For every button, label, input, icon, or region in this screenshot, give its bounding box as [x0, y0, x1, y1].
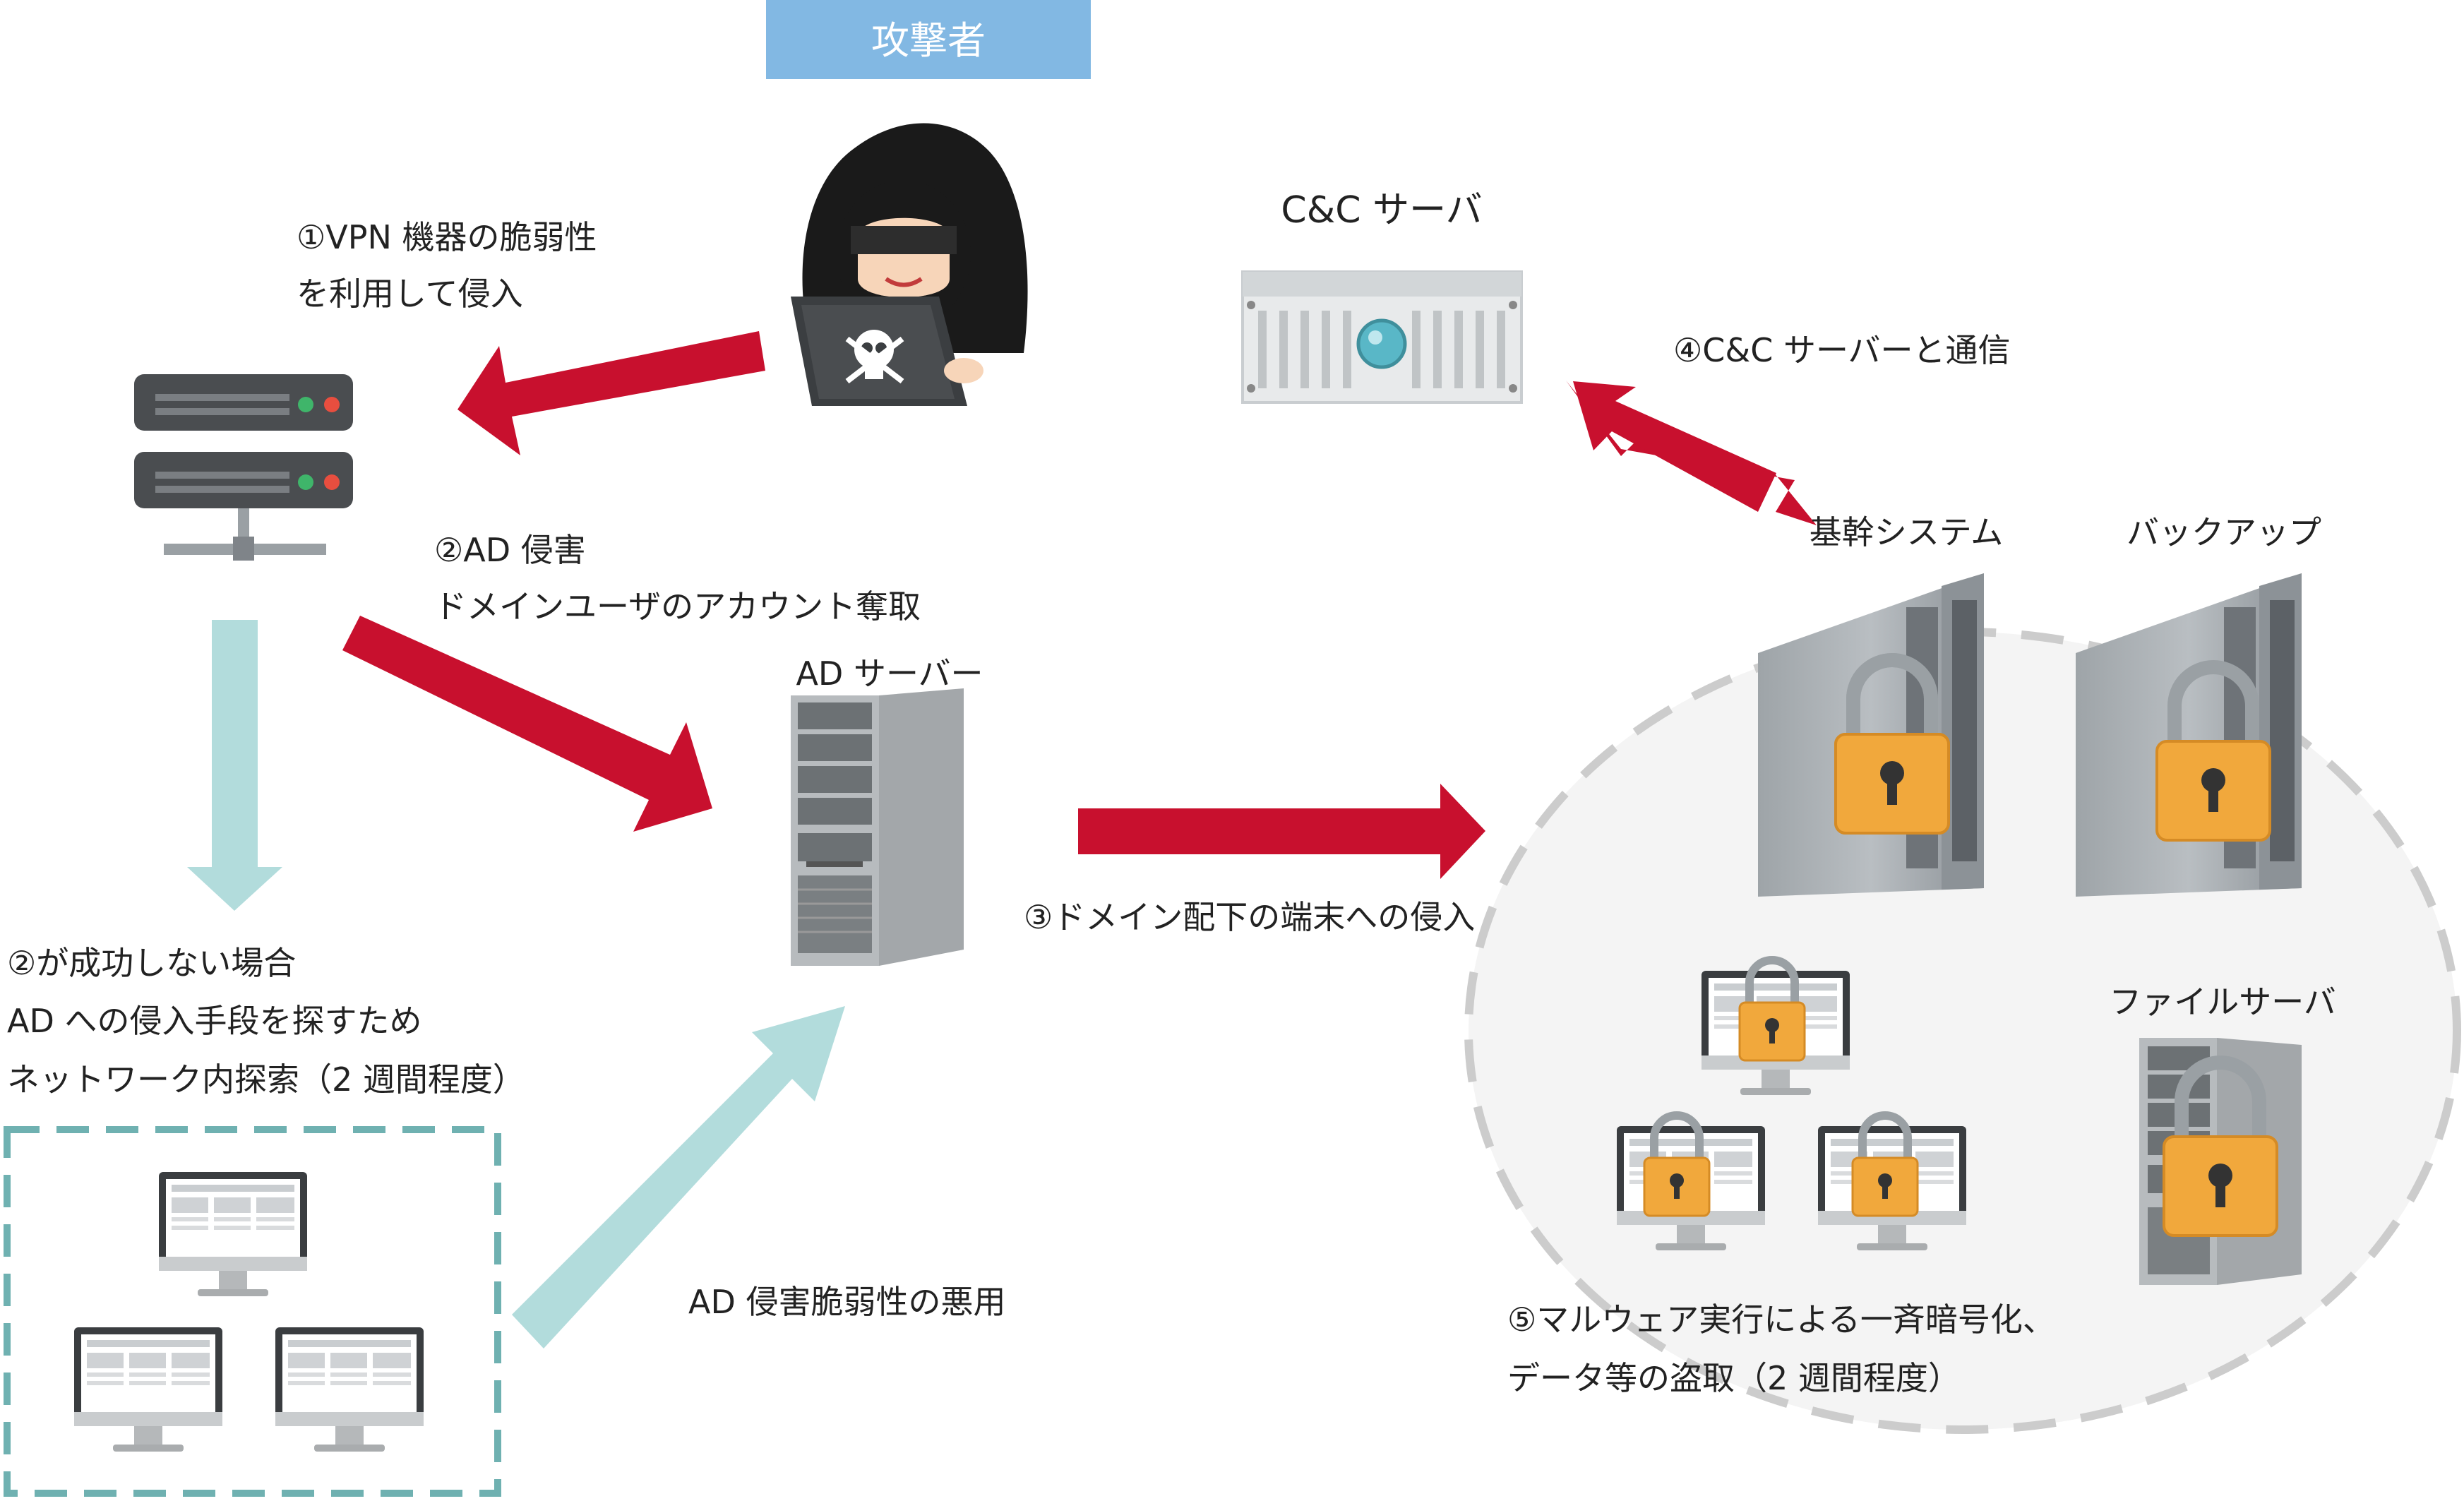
backup-label: バックアップ: [2127, 513, 2321, 551]
step5-line2: データ等の盗取（2 週間程度）: [1507, 1359, 1961, 1397]
step1-line1: ①VPN 機器の脆弱性: [297, 218, 597, 256]
step4-label: ④C&C サーバーと通信: [1673, 331, 2011, 369]
cnc-server-icon: [1241, 270, 1523, 404]
ad-exploit-label: AD 侵害脆弱性の悪用: [688, 1283, 1006, 1321]
fallback-line1: ②が成功しない場合: [7, 944, 296, 982]
ad-server-icon: [791, 688, 964, 966]
fallback-line2: AD への侵入手段を探すため: [7, 1002, 422, 1040]
hacker-icon: [791, 123, 1028, 406]
terminal-monitor-2: [74, 1327, 222, 1452]
step5-line1: ⑤マルウェア実行による一斉暗号化、: [1507, 1300, 2055, 1339]
arrow-step2: [342, 616, 712, 832]
step1-line2: を利用して侵入: [297, 275, 523, 313]
arrow-step4-double: [1573, 381, 1776, 512]
file-server-label: ファイルサーバ: [2109, 983, 2336, 1021]
vpn-server-icon: [134, 374, 353, 561]
backup-rack-icon: [2076, 573, 2302, 897]
arrow-step1: [457, 331, 765, 455]
step3-label: ③ドメイン配下の端末への侵入: [1024, 898, 1475, 936]
title-box: [766, 0, 1091, 79]
step2-line2: ドメインユーザのアカウント奪取: [434, 587, 921, 626]
terminal-monitor-3: [275, 1327, 424, 1452]
recon-arrow-up: [512, 1006, 845, 1348]
core-system-label: 基幹システム: [1810, 513, 2004, 551]
arrow-step3: [1078, 784, 1485, 879]
terminal-monitor-1: [159, 1172, 307, 1296]
ad-server-label: AD サーバー: [796, 654, 983, 693]
step2-line1: ②AD 侵害: [434, 531, 586, 569]
file-server-icon: [2139, 1038, 2302, 1285]
recon-arrow-down: [187, 620, 282, 911]
title: 攻撃者: [871, 18, 986, 63]
cnc-server-label: C&C サーバ: [1281, 189, 1482, 232]
internal-terminals-box: [4, 1126, 501, 1497]
fallback-line3: ネットワーク内探索（2 週間程度）: [7, 1060, 525, 1099]
